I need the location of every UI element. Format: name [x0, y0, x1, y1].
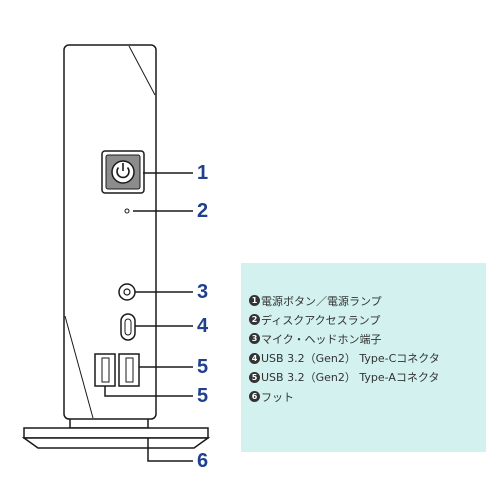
callout-6: 6	[197, 450, 209, 472]
legend-box: 1 電源ボタン／電源ランプ 2 ディスクアクセスランプ 3 マイク・ヘッドホン端…	[241, 263, 486, 452]
headphone-jack	[118, 283, 136, 301]
legend-label: USB 3.2（Gen2） Type-Cコネクタ	[261, 352, 440, 366]
badge-2: 2	[249, 314, 260, 326]
legend-label: 電源ボタン／電源ランプ	[261, 294, 382, 308]
usb-type-a-port-left	[94, 353, 116, 387]
callout-5-type-a-right: 5	[197, 356, 209, 378]
callout-2: 2	[197, 200, 209, 222]
callout-5-type-a-left: 5	[197, 385, 209, 407]
legend-item-foot: 6 フット	[249, 387, 486, 406]
foot-stand	[21, 417, 211, 449]
badge-3: 3	[249, 333, 260, 345]
legend-label: USB 3.2（Gen2） Type-Aコネクタ	[261, 371, 440, 385]
legend-label: マイク・ヘッドホン端子	[261, 332, 382, 346]
legend-label: フット	[261, 390, 294, 404]
legend-item-usb-a: 5 USB 3.2（Gen2） Type-Aコネクタ	[249, 368, 486, 387]
legend-label: ディスクアクセスランプ	[261, 313, 381, 327]
badge-6: 6	[249, 391, 260, 403]
legend-item-power: 1 電源ボタン／電源ランプ	[249, 291, 486, 310]
legend-item-disk-lamp: 2 ディスクアクセスランプ	[249, 310, 486, 329]
usb-type-a-port-right	[118, 353, 140, 387]
badge-4: 4	[249, 352, 260, 364]
tower-bevel-top	[128, 45, 156, 96]
badge-1: 1	[249, 295, 260, 307]
leader-lines	[104, 172, 193, 462]
power-icon	[116, 166, 130, 179]
callout-4: 4	[197, 315, 209, 337]
badge-5: 5	[249, 371, 260, 383]
callout-1: 1	[197, 162, 209, 184]
disk-access-lamp	[124, 208, 130, 214]
tower-bevel-bottom	[64, 315, 94, 419]
power-button	[101, 150, 145, 194]
legend-item-usb-c: 4 USB 3.2（Gen2） Type-Cコネクタ	[249, 349, 486, 368]
legend-item-audio-jack: 3 マイク・ヘッドホン端子	[249, 329, 486, 348]
callout-3: 3	[197, 281, 209, 303]
usb-type-c-port	[120, 313, 136, 341]
